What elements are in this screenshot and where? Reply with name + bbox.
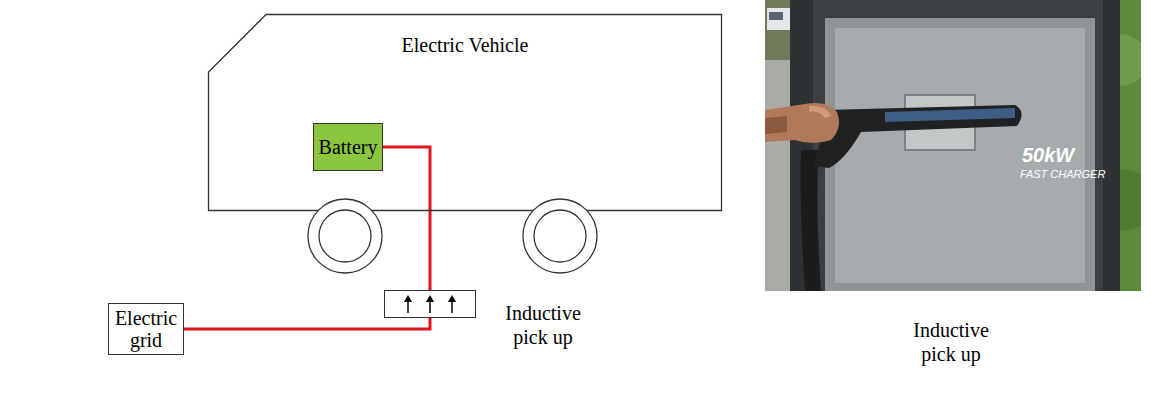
charger-photo [765,0,1141,291]
power-line [184,318,430,329]
wheel [523,199,597,273]
vehicle-title: Electric Vehicle [208,14,722,56]
power-line [383,147,430,290]
pickup-box: Inductive pick up [384,290,476,318]
arrow-head [404,295,412,302]
arrow-head [426,295,434,302]
wheel [308,199,382,273]
box-text: Electric grid [112,307,180,351]
photo-text: FAST CHARGER [1020,168,1105,180]
wheel-hub [319,210,371,262]
grid-box: Electric grid [108,303,184,355]
arrow-shaft [429,301,431,313]
battery-box: Battery [313,123,383,171]
pickup-label: Inductive pick up [491,301,595,349]
arrow-shaft [407,301,409,313]
pickup-arrows [385,291,477,319]
arrow-head [448,295,456,302]
photo-caption: Inductive pick up [895,318,1007,366]
photo-text: 50kW [1022,144,1074,167]
box-text: Battery [319,136,378,158]
vehicle-outline [209,15,722,211]
wheel-hub [534,210,586,262]
arrow-shaft [451,301,453,313]
vehicle-body: Electric VehicleBattery [208,14,722,211]
